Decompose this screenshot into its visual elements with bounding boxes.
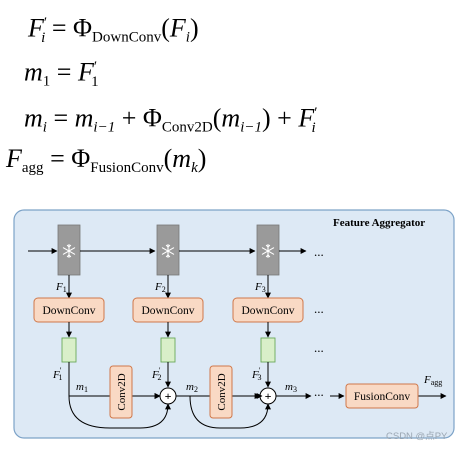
fagg-label: Fagg <box>423 374 442 387</box>
eq4-lhs-sub: agg <box>21 160 44 176</box>
eq3-term3-sub: i <box>311 119 316 136</box>
eq1-phi: Φ <box>73 13 93 43</box>
conv2d-block-1: Conv2D <box>109 365 133 419</box>
downconv-label-2: DownConv <box>141 305 194 317</box>
eq3-plus-2: + <box>277 103 292 133</box>
eq3-phi: Φ <box>142 103 162 133</box>
eq4-phi-sub: FusionConv <box>90 160 164 176</box>
ellipsis-green: ... <box>314 340 324 355</box>
eq2-rhs: F <box>77 57 94 87</box>
eq3-term1-sub: i−1 <box>93 119 116 136</box>
equation-2: m1 = F′1 <box>24 50 468 99</box>
fprime-label-1: F′1 <box>52 366 62 382</box>
eq3-term3: F <box>298 103 315 133</box>
conv2d-label-2: Conv2D <box>216 373 228 410</box>
m1-skip-curve <box>68 395 171 429</box>
eq2-lhs-sub: 1 <box>42 73 51 90</box>
eq3-phi-sub: Conv2D <box>161 119 213 136</box>
eq3-paren-close: ) <box>261 103 271 133</box>
f-label-2: F2 <box>154 281 166 294</box>
f-label-1: F1 <box>55 281 67 294</box>
add-node-symbol-1: + <box>165 389 172 403</box>
m3-label: m3 <box>285 381 297 394</box>
fusionconv-block: FusionConv <box>345 383 419 409</box>
eq1-arg: F <box>169 13 186 43</box>
eq1-phi-sub: DownConv <box>92 29 162 46</box>
ellipsis-downconv: ... <box>314 301 324 316</box>
eq3-arg-sub: i−1 <box>240 119 262 136</box>
equation-1: F′i = ΦDownConv(Fi) <box>28 6 468 55</box>
feature-block-2 <box>160 337 176 363</box>
eq4-arg-sub: k <box>191 160 198 176</box>
eq3-term1: m <box>74 103 94 133</box>
eq1-lhs-sub: i <box>41 29 46 46</box>
eq1-equals: = <box>51 13 67 43</box>
equation-4: Fagg = ΦFusionConv(mk) <box>6 142 468 185</box>
downconv-label-1: DownConv <box>42 305 95 317</box>
equation-3: mi = mi−1 + ΦConv2D(mi−1) + F′i <box>24 96 468 145</box>
f-label-3: F3 <box>254 281 266 294</box>
add-node-symbol-2: + <box>265 389 272 403</box>
eq4-paren-open: ( <box>163 144 173 173</box>
ellipsis-bottom: ... <box>314 384 324 399</box>
eq2-rhs-prime: ′ <box>93 59 98 75</box>
eq3-lhs-sub: i <box>42 119 47 136</box>
eq2-lhs: m <box>24 57 43 87</box>
eq1-paren-open: ( <box>161 13 170 43</box>
fusionconv-label: FusionConv <box>354 391 410 403</box>
eq3-plus-1: + <box>121 103 137 133</box>
fprime-label-2: F′2 <box>151 366 161 382</box>
downconv-label-3: DownConv <box>241 305 294 317</box>
eq3-arg: m <box>221 103 241 133</box>
fprime-label-3: F′3 <box>251 366 261 382</box>
feature-block-1 <box>61 337 77 363</box>
eq3-equals: = <box>53 103 69 133</box>
eq2-equals: = <box>56 57 72 87</box>
eq4-paren-close: ) <box>197 144 207 173</box>
m1-label: m1 <box>76 381 88 394</box>
conv2d-block-2: Conv2D <box>209 365 233 419</box>
aggregator-title: Feature Aggregator <box>333 217 425 229</box>
conv2d-label-1: Conv2D <box>116 373 128 410</box>
eq1-arg-sub: i <box>185 29 190 46</box>
eq3-paren-open: ( <box>212 103 222 133</box>
eq3-term3-prime: ′ <box>314 105 318 121</box>
eq1-paren-close: ) <box>189 13 199 43</box>
watermark: CSDN @点PY <box>386 431 448 442</box>
eq4-arg: m <box>172 144 192 173</box>
eq2-rhs-sub: 1 <box>91 73 99 90</box>
ellipsis-top: ... <box>314 244 324 259</box>
m2-skip-curve <box>189 395 271 429</box>
eq4-equals: = <box>50 144 65 173</box>
eq1-lhs: F <box>28 13 44 43</box>
eq4-phi: Φ <box>71 144 91 173</box>
eq4-lhs: F <box>6 144 22 173</box>
eq1-lhs-prime: ′ <box>43 15 48 31</box>
eq3-lhs: m <box>24 103 43 133</box>
feature-block-3 <box>260 337 276 363</box>
m2-label: m2 <box>186 381 198 394</box>
